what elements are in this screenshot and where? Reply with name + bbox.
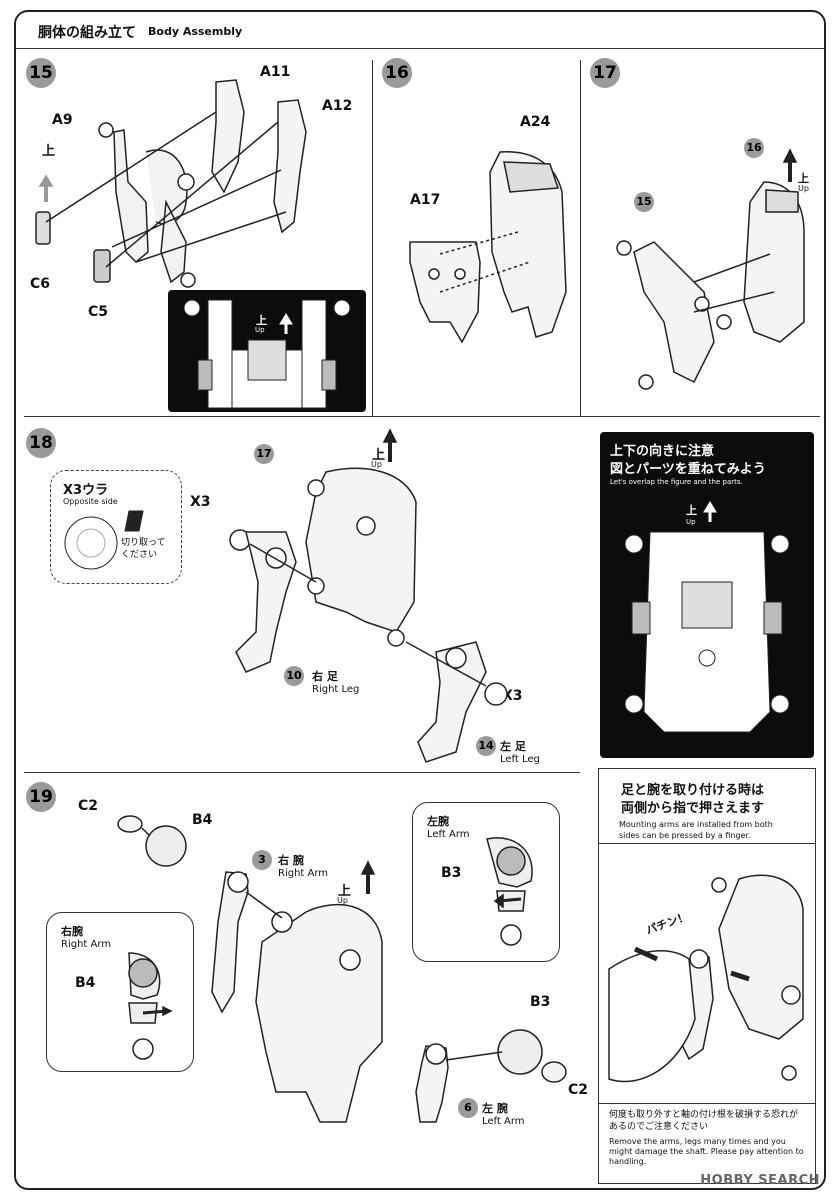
divider xyxy=(599,1103,815,1104)
x3-back-jp: X3ウラ xyxy=(63,483,109,498)
step-number: 19 xyxy=(26,782,56,812)
note-en: Mounting arms are installed from both si… xyxy=(619,820,773,840)
note-jp-2: 両側から指で押さえます xyxy=(621,801,765,816)
step19-diagram xyxy=(117,815,567,1123)
left-arm-en: Left Arm xyxy=(482,1116,525,1127)
part-label: X3 xyxy=(190,494,211,510)
callout-jp: 左腕 xyxy=(427,815,449,828)
warn-jp: 何度も取り外すと軸の付け根を破損する恐れがあるのでご注意ください xyxy=(609,1110,799,1132)
part-label: A11 xyxy=(260,64,291,80)
step16-diagram xyxy=(409,151,567,344)
ref-step: 6 xyxy=(458,1098,478,1118)
up-label: 上 xyxy=(42,144,56,159)
part-label: A12 xyxy=(322,98,353,114)
right-leg-jp: 右 足 xyxy=(312,670,338,683)
warn-en: Remove the arms, legs many times and you… xyxy=(609,1137,804,1166)
step17-diagram xyxy=(616,148,805,390)
inset-panel: 上 Up xyxy=(168,290,366,412)
up-jp: 上 xyxy=(372,448,386,463)
part-label: A24 xyxy=(520,114,551,130)
tip-up-jp: 上 xyxy=(686,504,697,517)
ref-step: 16 xyxy=(744,138,764,158)
divider xyxy=(580,60,581,416)
header: 胴体の組み立て Body Assembly xyxy=(16,12,824,48)
cut-instruction: 切り取って ください xyxy=(121,538,166,560)
divider xyxy=(24,416,820,417)
note-jp-1: 足と腕を取り付ける時は xyxy=(621,783,765,798)
part-label: B3 xyxy=(530,994,551,1010)
note-box: 足と腕を取り付ける時は 両側から指で押さえます Mounting arms ar… xyxy=(598,768,816,1184)
ref-step: 10 xyxy=(284,666,304,686)
up-en: Up xyxy=(798,184,809,193)
part-label: C6 xyxy=(30,276,51,292)
part-label: C2 xyxy=(568,1082,589,1098)
right-arm-en: Right Arm xyxy=(278,868,329,879)
step-number: 15 xyxy=(26,58,56,88)
step-number: 16 xyxy=(382,58,412,88)
step18-diagram xyxy=(229,428,508,763)
up-jp: 上 xyxy=(798,172,809,185)
callout-jp: 右腕 xyxy=(61,925,83,938)
tip-diagram xyxy=(624,501,790,733)
inset-up-jp: 上 xyxy=(256,314,267,327)
callout-part: B3 xyxy=(441,865,462,881)
divider xyxy=(24,772,580,773)
header-divider xyxy=(16,48,824,49)
step-number: 17 xyxy=(590,58,620,88)
right-arm-jp: 右 腕 xyxy=(278,854,304,867)
callout-left-arm: 左腕 Left Arm B3 xyxy=(412,802,560,962)
tip-jp-1: 上下の向きに注意 xyxy=(610,444,715,459)
callout-en: Right Arm xyxy=(61,939,112,950)
callout-part: B4 xyxy=(75,975,96,991)
tip-jp-2: 図とパーツを重ねてみよう xyxy=(610,462,766,477)
tip-up-en: Up xyxy=(686,518,696,526)
step-number: 18 xyxy=(26,428,56,458)
note-diagram xyxy=(608,874,804,1083)
ref-step: 14 xyxy=(476,736,496,756)
step15-diagram xyxy=(35,79,307,288)
up-en: Up xyxy=(371,460,382,469)
up-en: Up xyxy=(337,896,348,905)
tip-en: Let's overlap the figure and the parts. xyxy=(610,478,743,486)
title-jp: 胴体の組み立て xyxy=(38,25,136,41)
callout-diagram xyxy=(128,952,173,1060)
left-arm-jp: 左 腕 xyxy=(482,1102,508,1115)
x3-back-diagram xyxy=(64,510,144,570)
part-label: A17 xyxy=(410,192,441,208)
title-en: Body Assembly xyxy=(148,25,243,38)
inset-up-en: Up xyxy=(255,326,265,334)
part-label: C5 xyxy=(88,304,109,320)
divider xyxy=(599,843,815,844)
callout-en: Left Arm xyxy=(427,829,470,840)
x3-back-box: X3ウラ Opposite side 切り取って ください xyxy=(50,470,182,584)
watermark: HOBBY SEARCH xyxy=(700,1173,820,1188)
x3-back-en: Opposite side xyxy=(63,497,118,506)
ref-step: 17 xyxy=(254,444,274,464)
tip-panel: 上下の向きに注意 図とパーツを重ねてみよう Let's overlap the … xyxy=(600,432,814,758)
part-label: B4 xyxy=(192,812,213,828)
inset-diagram xyxy=(183,299,351,409)
part-label: C2 xyxy=(78,798,99,814)
left-leg-en: Left Leg xyxy=(500,754,540,765)
ref-step: 3 xyxy=(252,850,272,870)
callout-right-arm: 右腕 Right Arm B4 xyxy=(46,912,194,1072)
instruction-sheet: 胴体の組み立て Body Assembly 15 A11 A12 A9 C6 C… xyxy=(14,10,826,1190)
left-leg-jp: 左 足 xyxy=(500,740,526,753)
divider xyxy=(372,60,373,416)
ref-step: 15 xyxy=(634,192,654,212)
part-label: A9 xyxy=(52,112,73,128)
up-jp: 上 xyxy=(338,884,352,899)
right-leg-en: Right Leg xyxy=(312,684,360,695)
callout-diagram xyxy=(486,837,533,946)
